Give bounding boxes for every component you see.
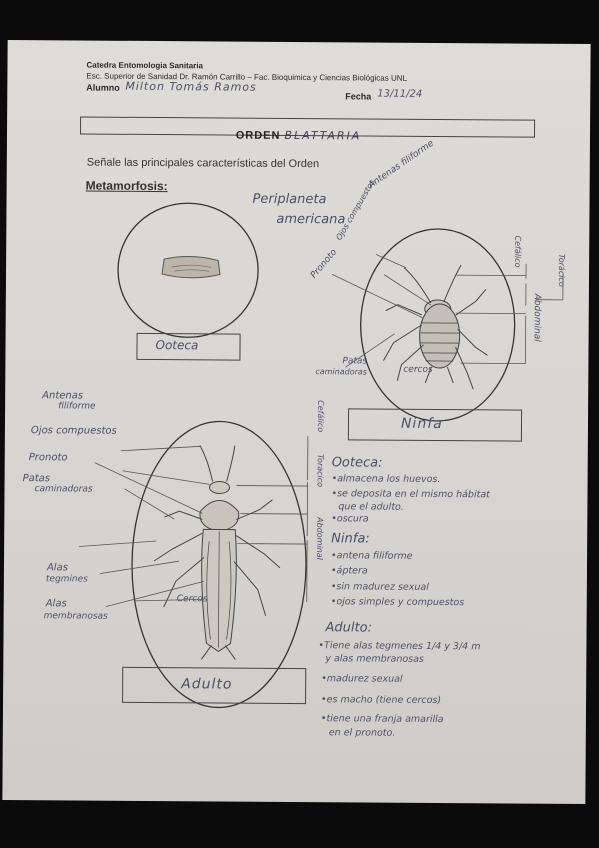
adulto-leaders <box>79 436 309 608</box>
adulto-note-1: •Tiene alas tegmenes 1/4 y 3/4 m <box>318 640 481 653</box>
worksheet-page: Catedra Entomologia Sanitaria Esc. Super… <box>2 39 591 805</box>
ninfa-oval <box>360 228 516 422</box>
ninfa-note-2: •áptera <box>330 565 368 577</box>
adulto-oval <box>131 420 307 709</box>
adulto-notes-title: Adulto: <box>325 620 373 636</box>
ooteca-note-1: •almacena los huevos. <box>331 473 441 486</box>
adulto-abdominal-label: Abdominal <box>315 517 325 560</box>
adulto-note-6: en el pronoto. <box>328 727 396 739</box>
adulto-label: Adulto <box>181 676 233 693</box>
ninfa-toracico-label: Torácico <box>556 253 567 287</box>
ooteca-note-4: •oscura <box>331 513 369 525</box>
ninfa-drawing <box>382 264 488 390</box>
adulto-note-3: •madurez sexual <box>321 673 403 685</box>
ninfa-patas-label: Patas <box>342 356 368 367</box>
ninfa-label-box: Ninfa <box>347 408 523 442</box>
adulto-antenas-label: Antenas <box>42 390 84 402</box>
ninfa-caminadoras-label: caminadoras <box>315 367 368 377</box>
adulto-alas-label: Alas <box>46 562 68 574</box>
diagram-drawing <box>79 202 564 709</box>
ooteca-notes-title: Ooteca: <box>331 455 383 471</box>
adulto-ojos-label: Ojos compuestos <box>30 425 117 437</box>
ninfa-leaders <box>331 254 564 368</box>
ooteca-note-2: •se deposita en el mismo hábitat <box>331 488 490 501</box>
adulto-patas-label: Patas <box>22 473 51 485</box>
ooteca-circle <box>117 202 259 338</box>
adulto-note-4: •es macho (tiene cercos) <box>321 694 442 707</box>
adulto-label-box: Adulto <box>122 666 307 705</box>
ninfa-notes-title: Ninfa: <box>331 531 370 547</box>
adulto-tegmines-label: tegmines <box>45 574 88 585</box>
ooteca-drawing <box>161 256 221 279</box>
adulto-membranosas-label: membranosas <box>43 611 108 622</box>
ninfa-note-4: •ojos simples y compuestos <box>330 596 465 609</box>
ninfa-cercos-label: cercos <box>403 364 433 375</box>
ninfa-abdominal-label: Abdominal <box>531 293 542 342</box>
adulto-cefalico-label: Cefálico <box>315 400 326 433</box>
adulto-pronoto-label: Pronoto <box>28 452 68 464</box>
ooteca-label: Ooteca <box>155 338 199 353</box>
adulto-drawing <box>153 445 281 660</box>
ninfa-cefalico-label: Cefálico <box>513 235 523 268</box>
ninfa-note-1: •antena filiforme <box>331 550 413 562</box>
ooteca-label-box: Ooteca <box>136 332 241 361</box>
ninfa-label: Ninfa <box>400 415 443 433</box>
adulto-cercos-label: Cercos <box>176 594 208 605</box>
adulto-alas2-label: Alas <box>45 598 67 610</box>
ooteca-note-3: que el adulto. <box>338 501 404 513</box>
adulto-note-5: •tiene una franja amarilla <box>320 713 444 726</box>
adulto-filiforme-label: filiforme <box>58 401 96 412</box>
adulto-toracico-label: Toracico <box>315 454 325 488</box>
adulto-caminadoras-label: caminadoras <box>34 484 93 495</box>
adulto-note-2: y alas membranosas <box>325 653 424 665</box>
ninfa-note-3: •sin madurez sexual <box>330 581 429 593</box>
